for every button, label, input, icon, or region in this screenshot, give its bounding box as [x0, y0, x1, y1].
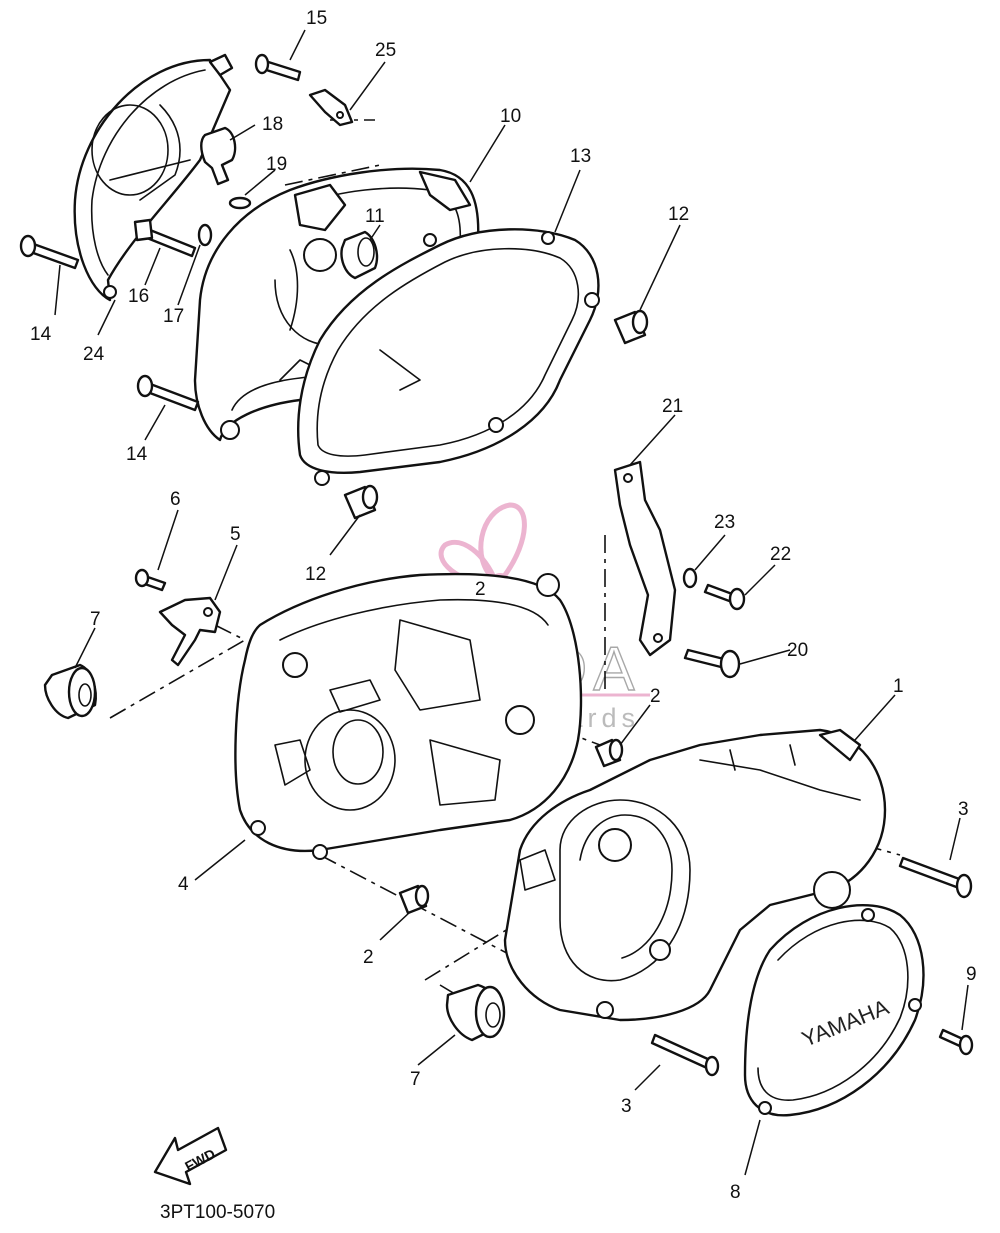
fwd-arrow-icon [153, 1126, 228, 1186]
part-3-bolt-right [898, 856, 973, 899]
part-17-washer [197, 223, 213, 247]
callout-14b: 14 [126, 444, 148, 465]
part-24-shield [73, 53, 234, 302]
callout-2a: 2 [650, 686, 661, 707]
part-22-screw [703, 583, 746, 611]
callout-14a: 14 [30, 324, 52, 345]
callout-7a: 7 [90, 609, 101, 630]
part-23-washer [682, 567, 698, 589]
part-15-bolt [254, 53, 302, 82]
callout-7b: 7 [410, 1069, 421, 1090]
part-3-bolt-bottom [650, 1033, 720, 1077]
callout-labels: 1 2 2 2 3 3 4 5 6 7 7 8 9 10 11 12 12 13… [30, 8, 977, 1203]
part-14-bolt-middle [136, 374, 200, 412]
part-20-bolt [683, 648, 741, 679]
part-13-gasket [297, 228, 600, 486]
callout-25: 25 [375, 40, 396, 61]
fwd-arrow: FWD [153, 1126, 228, 1186]
part-12-dowel-middle [343, 484, 379, 520]
callout-8: 8 [730, 1182, 741, 1203]
callout-17: 17 [163, 306, 184, 327]
callout-3b: 3 [621, 1096, 632, 1117]
part-8-magneto-cover: YAMAHA [743, 904, 925, 1117]
part-19-o-ring [228, 196, 252, 210]
part-18-plug [200, 126, 237, 186]
part-16-bolt [133, 218, 197, 258]
part-12-dowel-top [613, 309, 649, 345]
callout-9: 9 [966, 964, 977, 985]
callout-22: 22 [770, 544, 791, 565]
callout-12a: 12 [668, 204, 689, 225]
callout-2b: 2 [363, 947, 374, 968]
part-7-bearing-left [43, 663, 97, 720]
callout-12b: 12 [305, 564, 326, 585]
callout-20: 20 [787, 640, 808, 661]
callout-2c: 2 [475, 579, 486, 600]
part-2-dowel-right [594, 738, 624, 768]
part-4-crankcase-left [234, 572, 583, 860]
part-6-screw [134, 568, 167, 592]
callout-3a: 3 [958, 799, 969, 820]
callout-23: 23 [714, 512, 735, 533]
callout-4: 4 [178, 874, 189, 895]
diagram-code: 3PT100-5070 [160, 1202, 275, 1223]
callout-10: 10 [500, 106, 521, 127]
part-25-plate [308, 88, 354, 127]
part-1-crankcase-right [503, 728, 887, 1022]
part-7-bearing-bottom [445, 983, 506, 1042]
callout-5: 5 [230, 524, 241, 545]
part-2-dowel-bottom [398, 884, 430, 915]
leader-lines [54, 29, 969, 1176]
callout-13: 13 [570, 146, 591, 167]
callout-24: 24 [83, 344, 105, 365]
callout-18: 18 [262, 114, 283, 135]
callout-16: 16 [128, 286, 149, 307]
part-14-bolt-top [19, 234, 80, 270]
part-9-screw [938, 1028, 974, 1056]
callout-1: 1 [893, 676, 904, 697]
callout-15: 15 [306, 8, 327, 29]
part-5-shift-fork [158, 596, 222, 667]
callout-6: 6 [170, 489, 181, 510]
callout-11: 11 [365, 206, 385, 227]
part-21-bracket [613, 460, 677, 657]
callout-19: 19 [266, 154, 287, 175]
callout-21: 21 [662, 396, 683, 417]
